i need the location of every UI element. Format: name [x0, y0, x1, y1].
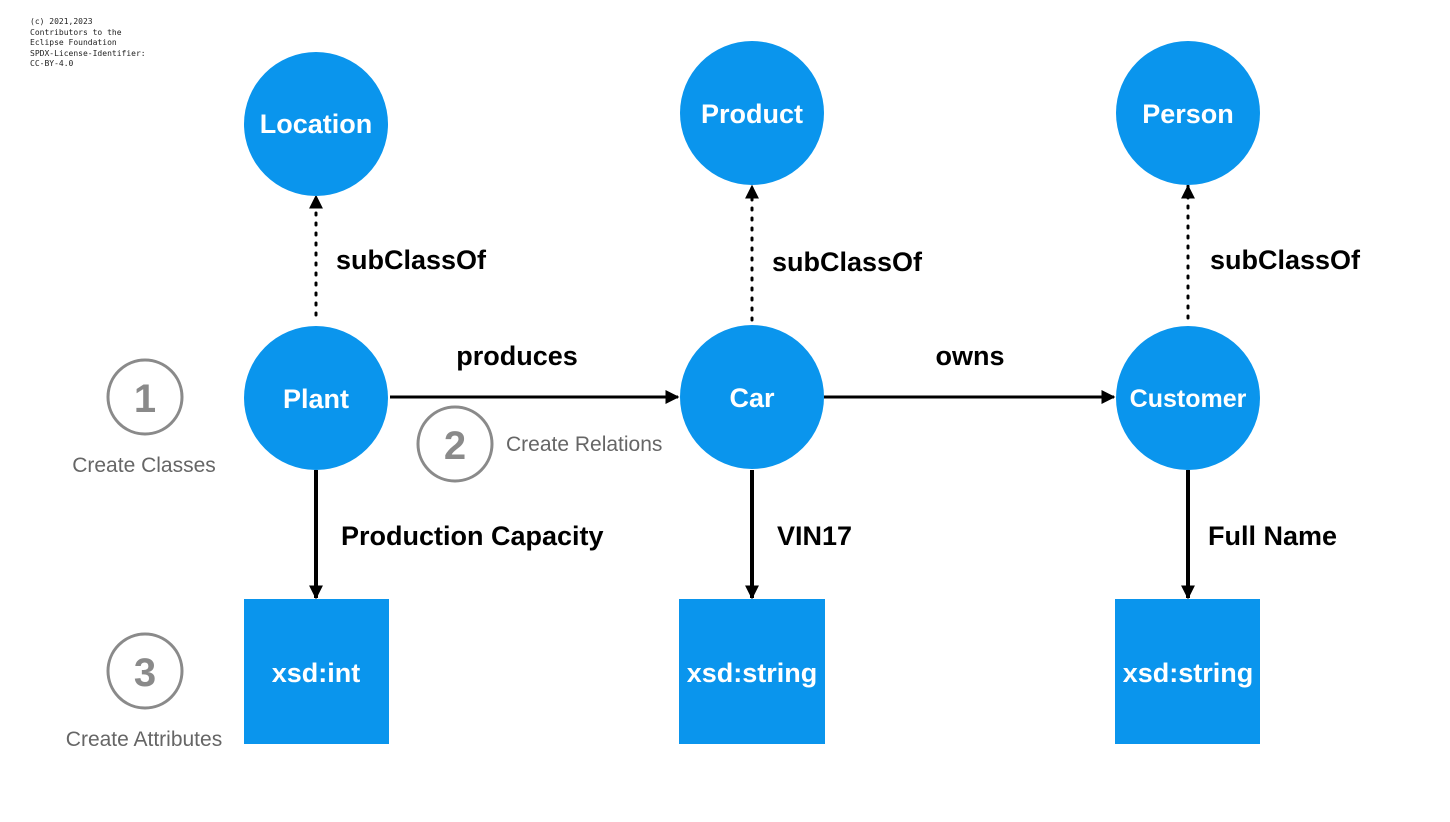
copyright-notice: (c) 2021,2023 Contributors to the Eclips… [30, 17, 190, 70]
step-label-3: Create Attributes [66, 728, 222, 751]
step-label-1: Create Classes [72, 454, 216, 477]
step-circle-1 [106, 358, 184, 436]
relation-label-owns: owns [935, 341, 1004, 371]
attribute-label-production-capacity: Production Capacity [341, 521, 604, 551]
datatype-label-string-car: xsd:string [687, 658, 818, 688]
class-label-person: Person [1142, 99, 1234, 129]
datatype-box-int [244, 599, 389, 744]
subclass-label-car: subClassOf [772, 247, 923, 277]
copyright-line: CC-BY-4.0 [30, 59, 74, 68]
class-node-product [680, 41, 824, 185]
copyright-line: Contributors to the [30, 27, 122, 37]
class-label-plant: Plant [283, 384, 349, 414]
copyright-line: (c) 2021,2023 [30, 17, 93, 26]
datatype-label-int: xsd:int [272, 658, 361, 688]
step-circle-2 [416, 405, 494, 483]
step-circle-3 [106, 632, 184, 710]
class-node-car [680, 325, 824, 469]
class-label-car: Car [729, 383, 775, 413]
step-label-2: Create Relations [506, 433, 662, 456]
copyright-line: SPDX-License-Identifier: [30, 48, 146, 58]
datatype-label-string-customer: xsd:string [1123, 658, 1254, 688]
relation-label-produces: produces [456, 341, 578, 371]
attribute-label-full-name: Full Name [1208, 521, 1337, 551]
datatype-box-string-car [679, 599, 825, 744]
class-label-product: Product [701, 99, 803, 129]
attribute-label-vin: VIN17 [777, 521, 852, 551]
datatype-box-string-customer [1115, 599, 1260, 744]
step-number-1: 1 [134, 377, 156, 421]
class-label-customer: Customer [1130, 385, 1247, 413]
class-node-location [244, 52, 388, 196]
copyright-line: Eclipse Foundation [30, 38, 117, 47]
subclass-label-customer: subClassOf [1210, 245, 1361, 275]
class-node-plant [244, 326, 388, 470]
step-number-3: 3 [134, 651, 156, 695]
subclass-label-plant: subClassOf [336, 245, 487, 275]
class-node-person [1116, 41, 1260, 185]
class-label-location: Location [260, 109, 373, 139]
class-node-customer [1116, 326, 1260, 470]
step-number-2: 2 [444, 424, 466, 468]
